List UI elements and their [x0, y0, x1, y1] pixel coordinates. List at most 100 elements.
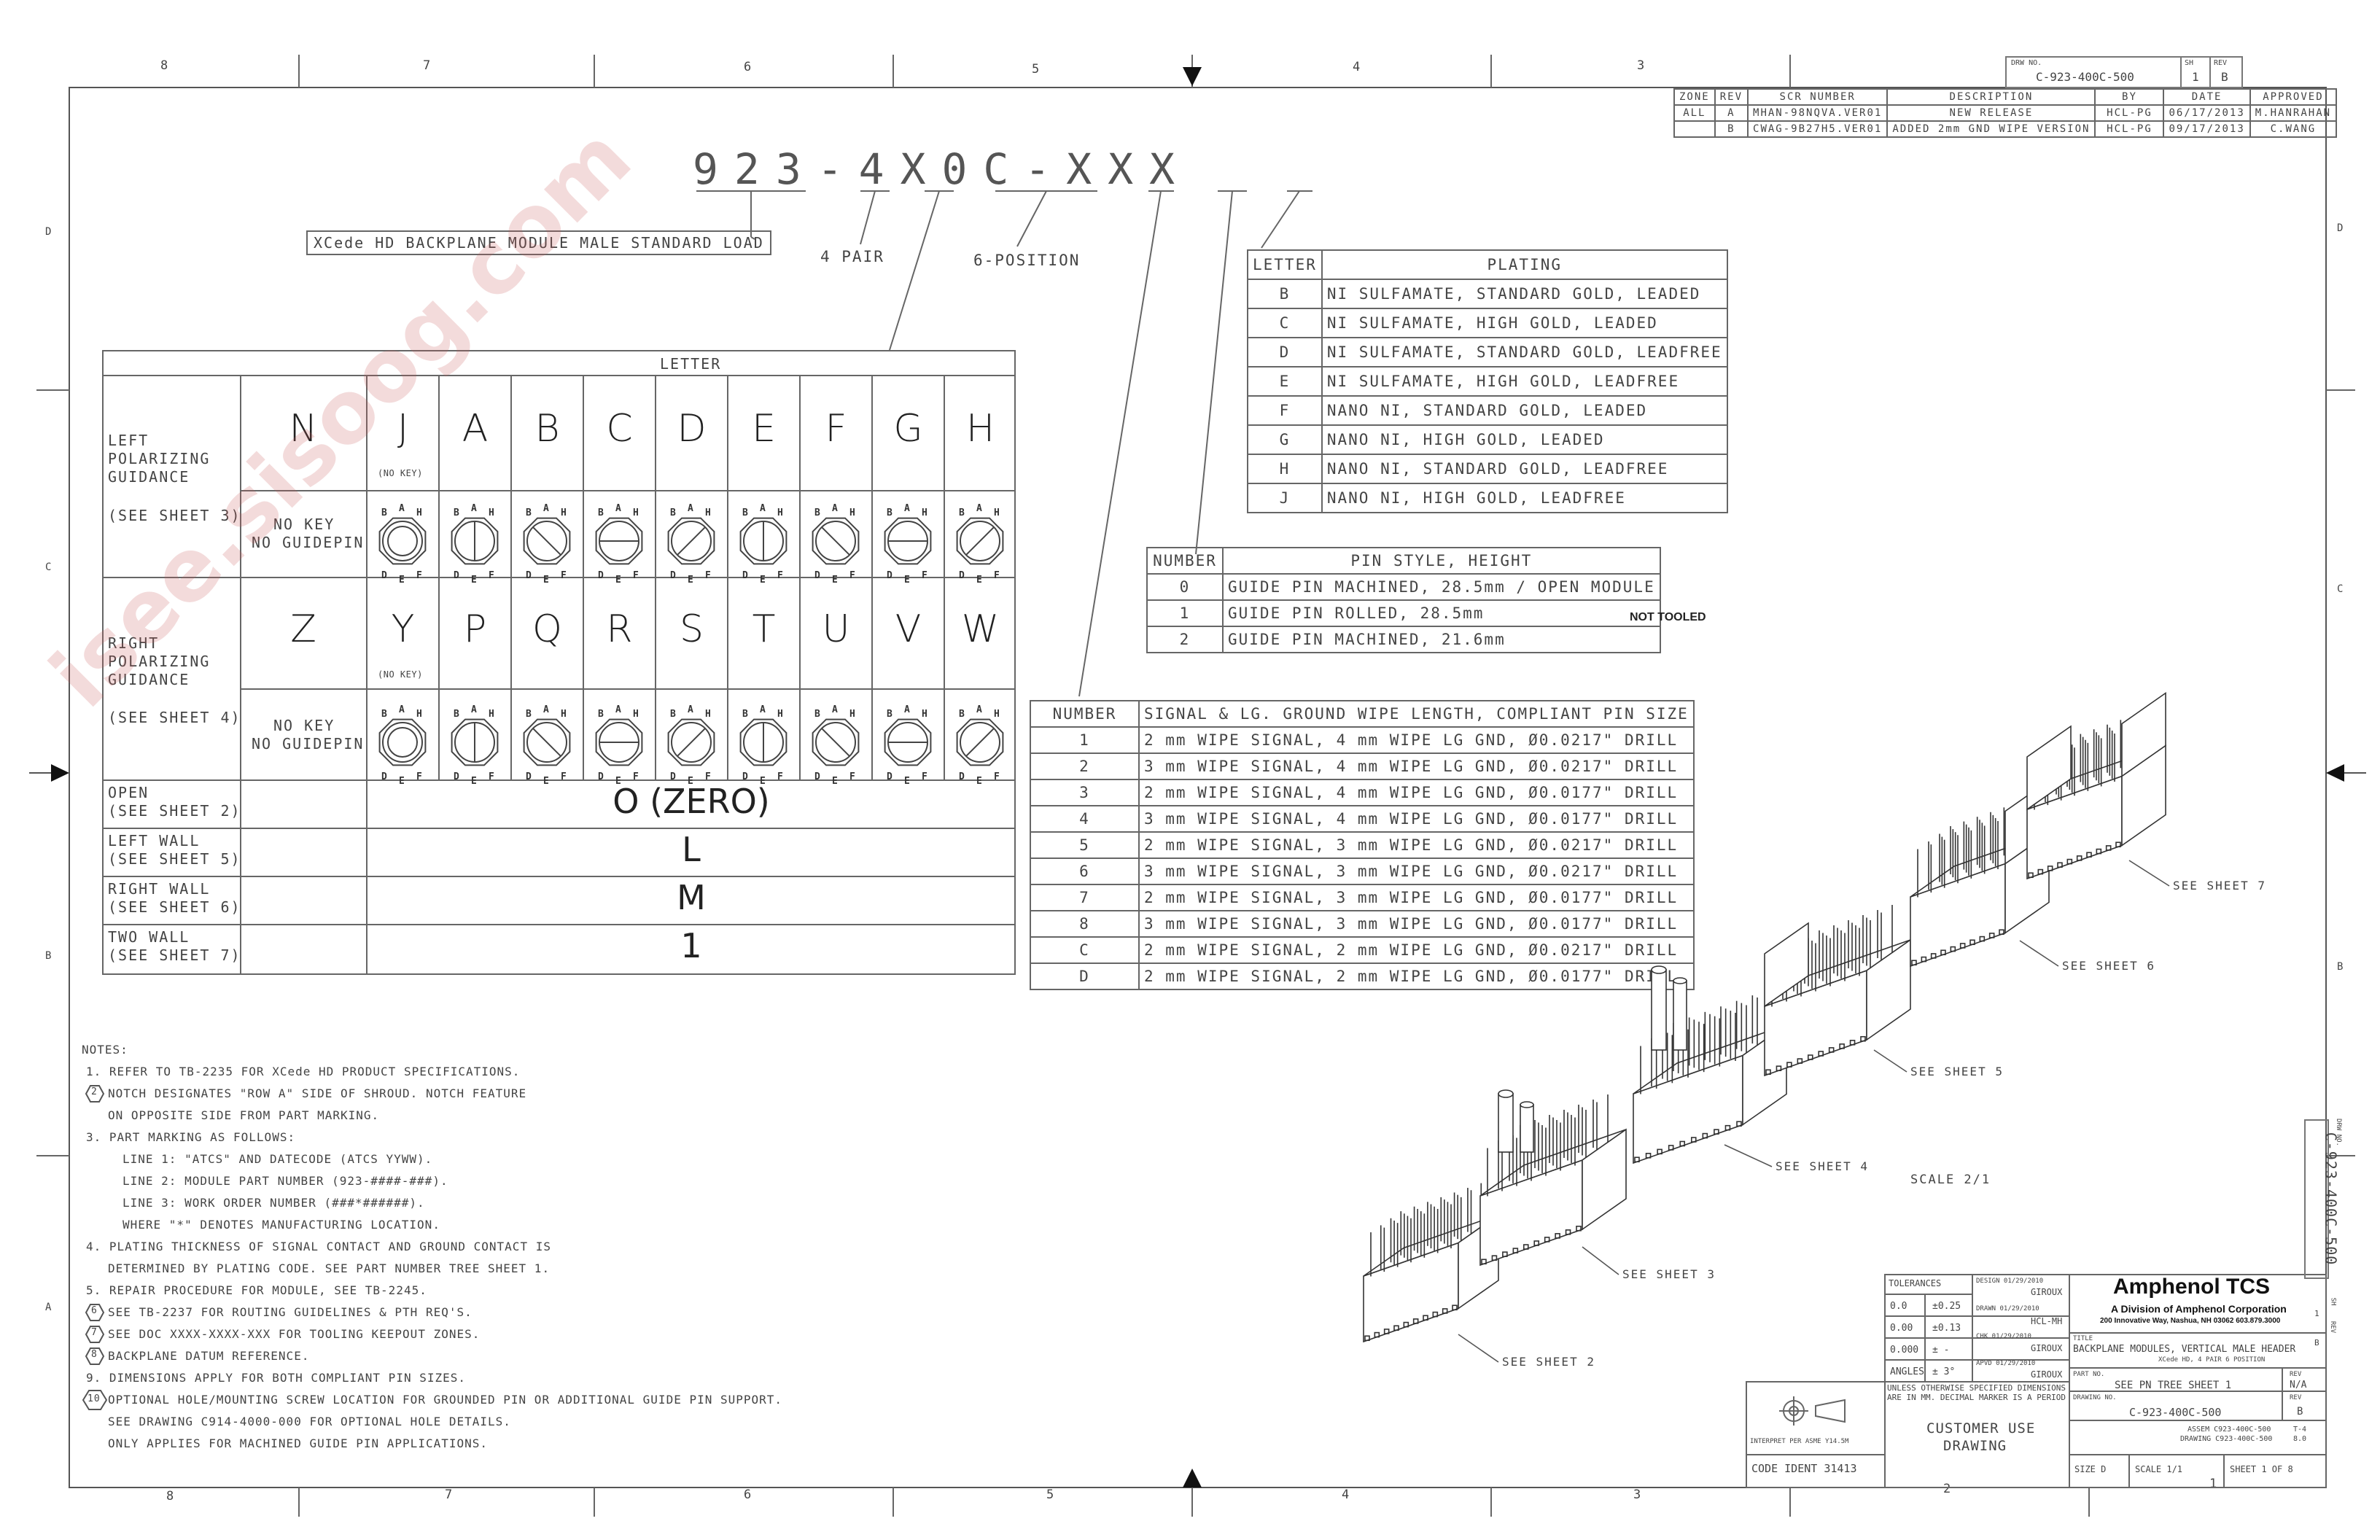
key-position-letter: F	[849, 771, 855, 782]
drawing-number: C-923-400C-500	[2036, 70, 2134, 84]
zone-label: 1	[2209, 1477, 2219, 1491]
letter-c: C	[606, 407, 633, 451]
key-position-letter: H	[922, 709, 928, 720]
key-position-letter: D	[670, 771, 676, 782]
key-position-letter: E	[904, 575, 910, 586]
zone-label: C	[45, 561, 52, 573]
revision-table: ZONE REV SCR NUMBER DESCRIPTION BY DATE …	[1673, 88, 2338, 138]
key-position-letter: H	[849, 709, 855, 720]
key-symbol	[884, 517, 932, 565]
key-position-letter: A	[904, 704, 910, 715]
key-position-letter: D	[381, 771, 387, 782]
key-position-letter: B	[959, 508, 965, 518]
key-position-letter: E	[543, 776, 549, 787]
sheet-leader-line	[1458, 1334, 1499, 1363]
key-position-letter: D	[814, 570, 820, 581]
key-position-letter: E	[615, 776, 621, 787]
key-position-letter: E	[904, 776, 910, 787]
key-position-letter: F	[705, 771, 711, 782]
key-position-letter: A	[760, 704, 766, 715]
see-sheet-5: SEE SHEET 5	[1910, 1065, 2004, 1078]
letter-p: P	[463, 607, 487, 651]
see-sheet-6: SEE SHEET 6	[2062, 959, 2155, 973]
right-wall-value: M	[677, 878, 706, 917]
key-symbol	[812, 718, 860, 766]
letter-r: R	[606, 607, 633, 651]
key-position-letter: A	[471, 503, 477, 514]
key-position-letter: F	[922, 570, 928, 581]
key-position-letter: D	[814, 771, 820, 782]
key-position-letter: D	[598, 771, 604, 782]
key-position-letter: B	[526, 508, 532, 518]
key-position-letter: A	[832, 704, 838, 715]
see-sheet-7: SEE SHEET 7	[2173, 879, 2266, 892]
key-position-letter: F	[489, 570, 494, 581]
key-position-letter: H	[489, 709, 494, 720]
key-position-letter: D	[454, 570, 459, 581]
key-symbol	[884, 718, 932, 766]
letter-b: B	[534, 407, 560, 451]
key-position-letter: A	[976, 704, 982, 715]
key-position-letter: F	[849, 570, 855, 581]
sheet-leader-line	[2019, 940, 2059, 967]
letter-g: G	[893, 407, 923, 451]
key-position-letter: A	[399, 503, 405, 514]
four-pair-label: 4 PAIR	[820, 248, 884, 265]
key-position-letter: A	[543, 503, 549, 514]
key-position-letter: E	[543, 575, 549, 586]
see-sheet-2: SEE SHEET 2	[1502, 1355, 1595, 1369]
key-symbol	[812, 517, 860, 565]
key-position-letter: D	[454, 771, 459, 782]
zone-label: 8	[160, 58, 170, 73]
key-position-letter: A	[976, 503, 982, 514]
key-position-letter: H	[633, 508, 639, 518]
key-position-letter: H	[561, 709, 567, 720]
key-position-letter: E	[471, 575, 477, 586]
zone-label: A	[45, 1302, 52, 1313]
zone-label: 3	[1637, 58, 1646, 73]
key-position-letter: F	[561, 771, 567, 782]
letter-table-header: LETTER	[660, 355, 722, 373]
letter-y: Y	[391, 607, 415, 651]
letter-d: D	[677, 407, 707, 451]
zone-label: 5	[1046, 1488, 1056, 1502]
key-position-letter: H	[489, 508, 494, 518]
key-position-letter: F	[705, 570, 711, 581]
key-position-letter: D	[670, 570, 676, 581]
key-position-letter: F	[489, 771, 494, 782]
key-position-letter: B	[959, 709, 965, 720]
key-position-letter: A	[543, 704, 549, 715]
key-position-letter: A	[615, 503, 621, 514]
key-position-letter: F	[777, 771, 783, 782]
key-position-letter: D	[526, 771, 532, 782]
key-position-letter: B	[381, 508, 387, 518]
key-position-letter: D	[526, 570, 532, 581]
key-position-letter: B	[454, 709, 459, 720]
key-position-letter: H	[994, 508, 1000, 518]
key-position-letter: E	[976, 776, 982, 787]
key-position-letter: F	[633, 771, 639, 782]
key-position-letter: F	[994, 570, 1000, 581]
key-position-letter: F	[922, 771, 928, 782]
connector-guide-pin	[1479, 1089, 1627, 1267]
key-position-letter: B	[814, 508, 820, 518]
key-position-letter: B	[814, 709, 820, 720]
key-position-letter: E	[471, 776, 477, 787]
key-position-letter: D	[959, 570, 965, 581]
letter-e: E	[752, 407, 776, 451]
letter-table	[102, 350, 1016, 975]
zone-label: 7	[423, 58, 432, 73]
key-position-letter: A	[904, 503, 910, 514]
key-position-letter: B	[670, 709, 676, 720]
key-position-letter: E	[688, 776, 693, 787]
key-position-letter: E	[760, 575, 766, 586]
key-position-letter: E	[399, 575, 405, 586]
letter-s: S	[679, 607, 704, 651]
key-position-letter: F	[561, 570, 567, 581]
